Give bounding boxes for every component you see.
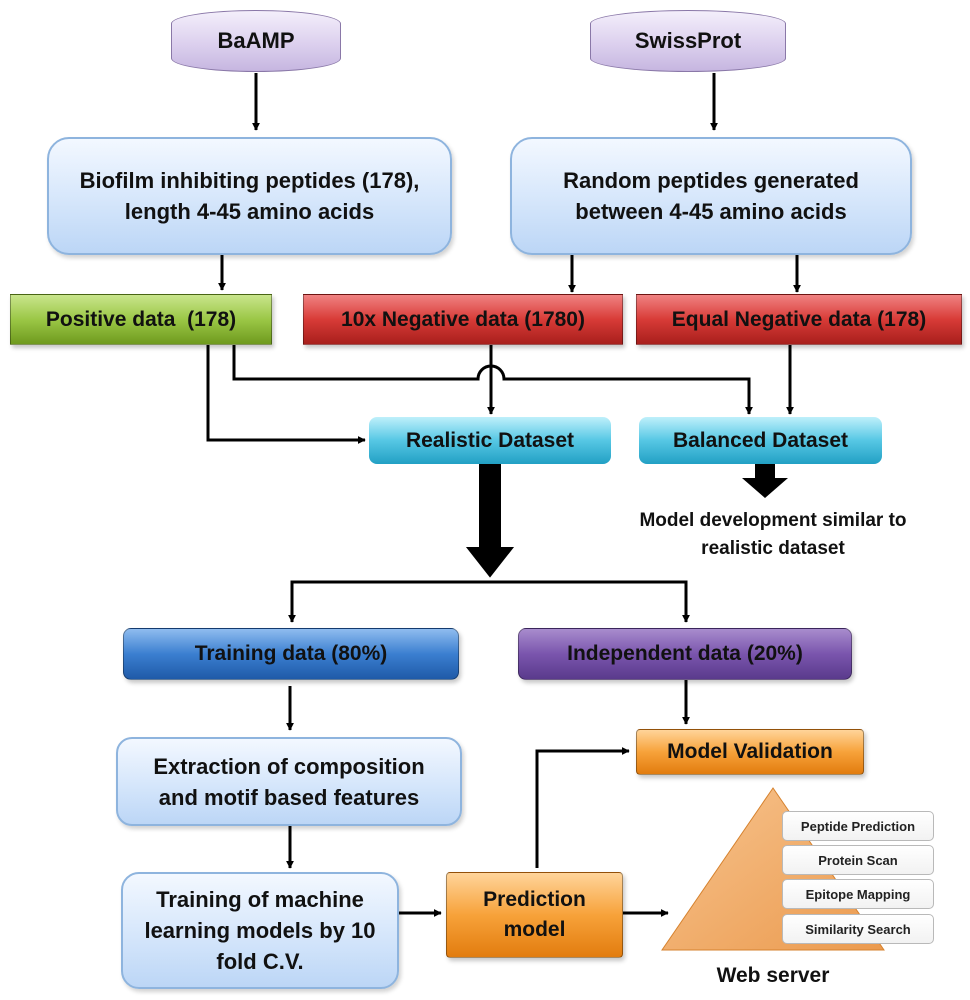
training-ml-text: Training of machine learning models by 1… (144, 887, 376, 974)
layer-peptide-prediction-text: Peptide Prediction (800, 818, 916, 834)
layer-similarity-search-text: Similarity Search (805, 921, 911, 937)
negative-10x-box: 10x Negative data (1780) (303, 294, 623, 345)
swissprot-label: SwissProt (634, 28, 742, 53)
realistic-dataset-label: Realistic Dataset (405, 428, 575, 452)
independent-data-label: Independent data (20%) (567, 642, 803, 665)
layer-protein-scan-text: Protein Scan (818, 852, 898, 868)
arrow-split-to-training (288, 580, 490, 623)
model-validation-label: Model Validation (667, 740, 833, 763)
arrow-prediction-to-validation (535, 747, 630, 868)
prediction-model-text: Prediction model (483, 888, 586, 941)
training-data-box: Training data (80%) (123, 628, 459, 680)
balanced-dataset-label: Balanced Dataset (672, 428, 849, 452)
positive-data-box: Positive data (178) (10, 294, 272, 345)
random-peptides-box: Random peptides generated between 4-45 a… (510, 137, 912, 255)
layer-similarity-search: Similarity Search (782, 914, 934, 944)
arrow-positive-to-realistic (206, 345, 366, 444)
realistic-dataset-box: Realistic Dataset (369, 417, 611, 464)
independent-data-box: Independent data (20%) (518, 628, 852, 680)
feature-extraction-box: Extraction of composition and motif base… (116, 737, 462, 826)
biofilm-peptides-box: Biofilm inhibiting peptides (178), lengt… (47, 137, 452, 255)
balanced-dataset-box: Balanced Dataset (639, 417, 882, 464)
layer-peptide-prediction: Peptide Prediction (782, 811, 934, 841)
layer-epitope-mapping: Epitope Mapping (782, 879, 934, 909)
training-ml-box: Training of machine learning models by 1… (121, 872, 399, 989)
training-data-label: Training data (80%) (194, 642, 388, 665)
model-development-note: Model development similar to realistic d… (628, 507, 918, 563)
negative-equal-box: Equal Negative data (178) (636, 294, 962, 345)
random-peptides-text: Random peptides generated between 4-45 a… (563, 168, 859, 224)
block-arrow-balanced-down (742, 464, 788, 498)
positive-data-label: Positive data (178) (45, 307, 237, 331)
feature-extraction-text: Extraction of composition and motif base… (153, 753, 425, 810)
block-arrow-realistic-down (465, 463, 515, 578)
model-validation-box: Model Validation (636, 729, 864, 775)
swissprot-database: SwissProt (590, 10, 786, 72)
layer-protein-scan: Protein Scan (782, 845, 934, 875)
biofilm-peptides-text: Biofilm inhibiting peptides (178), lengt… (79, 168, 420, 224)
baamp-database: BaAMP (171, 10, 341, 72)
layer-epitope-mapping-text: Epitope Mapping (805, 886, 911, 902)
prediction-model-box: Prediction model (446, 872, 623, 958)
negative-10x-label: 10x Negative data (1780) (341, 307, 585, 331)
arrow-split-to-independent (490, 580, 690, 623)
model-development-text: Model development similar to realistic d… (639, 510, 907, 559)
negative-equal-label: Equal Negative data (178) (671, 307, 927, 331)
baamp-label: BaAMP (217, 28, 295, 53)
web-server-caption: Web server (698, 962, 848, 990)
web-server-text: Web server (716, 964, 830, 987)
